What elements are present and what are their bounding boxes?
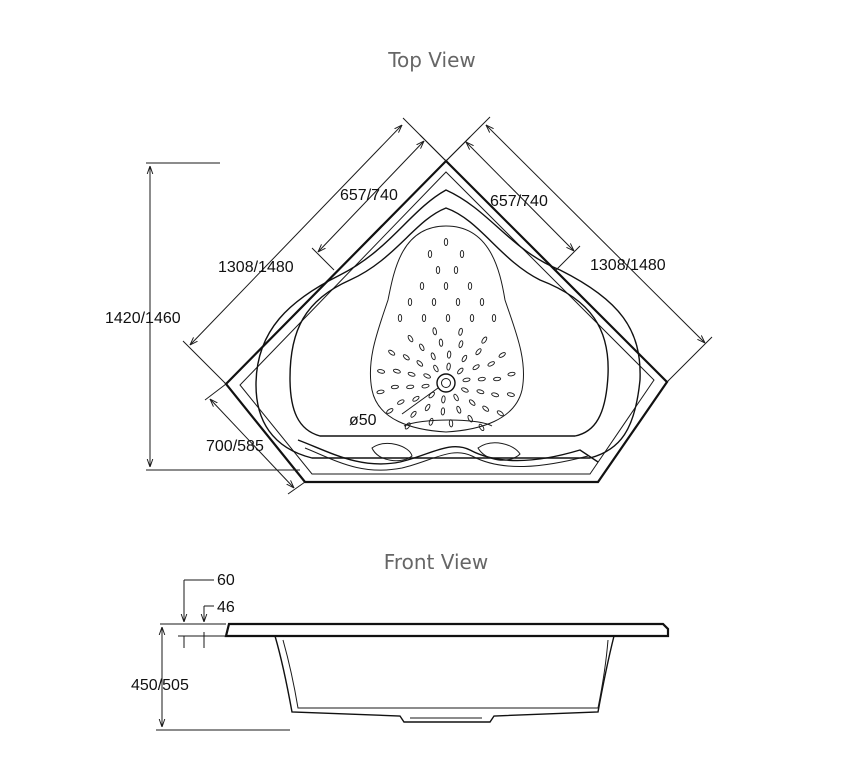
texture-dot: [481, 336, 488, 344]
texture-dot: [458, 327, 463, 336]
dim-front-height-label: 450/505: [131, 677, 189, 694]
texture-dot: [469, 313, 475, 323]
texture-dot: [407, 334, 414, 343]
texture-dot: [377, 369, 386, 374]
texture-dot: [406, 384, 415, 390]
texture-dot: [407, 371, 416, 377]
dim-lip-label: 46: [217, 599, 235, 616]
texture-dot: [507, 371, 516, 377]
texture-dot: [461, 354, 468, 363]
texture-dot: [456, 405, 462, 414]
texture-dot: [430, 352, 436, 361]
dim-right-outer: [445, 116, 713, 383]
texture-dot: [441, 395, 446, 404]
texture-dot: [467, 281, 473, 291]
dim-front-edge-label: 700/585: [206, 438, 264, 455]
drain-label: ø50: [349, 412, 377, 429]
texture-dot: [506, 392, 515, 397]
texture-dot: [433, 364, 439, 373]
texture-dot: [397, 399, 405, 405]
floor-texture-dots: [376, 237, 516, 432]
texture-dot: [468, 399, 476, 406]
texture-dot: [479, 297, 485, 307]
texture-dot: [491, 392, 500, 398]
texture-dot: [443, 237, 449, 247]
texture-dot: [453, 393, 459, 402]
texture-dot: [476, 389, 485, 395]
texture-dot: [416, 360, 424, 367]
texture-dot: [446, 362, 451, 371]
texture-dot: [467, 414, 473, 423]
texture-dot: [431, 297, 437, 307]
texture-dot: [487, 361, 495, 367]
texture-dot: [457, 367, 464, 375]
front-view-title: Front View: [384, 550, 488, 574]
texture-dot: [392, 368, 401, 374]
texture-dot: [419, 281, 425, 291]
texture-dot: [423, 373, 431, 379]
drain-outlet: [401, 373, 456, 415]
dim-rim: [160, 579, 226, 648]
texture-dot: [475, 348, 482, 356]
texture-dot: [419, 343, 425, 352]
texture-dot: [424, 403, 431, 412]
dim-height-label: 1420/1460: [105, 310, 181, 327]
dim-left-outer-label: 1308/1480: [218, 259, 294, 276]
texture-dot: [421, 313, 427, 323]
top-view-tub: [224, 159, 669, 484]
texture-dot: [443, 281, 449, 291]
texture-dot: [459, 249, 465, 259]
texture-dot: [482, 405, 490, 412]
texture-dot: [376, 389, 385, 395]
texture-dot: [455, 297, 461, 307]
texture-dot: [432, 327, 437, 336]
texture-dot: [428, 417, 434, 426]
dim-right-inner-label: 657/740: [490, 193, 548, 210]
texture-dot: [478, 423, 485, 432]
texture-dot: [397, 313, 403, 323]
texture-dot: [402, 354, 410, 361]
texture-dot: [448, 419, 454, 428]
texture-dot: [410, 410, 417, 418]
texture-dot: [493, 376, 502, 382]
dim-right-outer-label: 1308/1480: [590, 257, 666, 274]
dim-left-inner: [311, 134, 447, 271]
texture-dot: [445, 313, 451, 323]
texture-dot: [461, 387, 469, 393]
texture-dot: [458, 340, 464, 349]
texture-dot: [491, 313, 497, 323]
texture-dot: [435, 265, 441, 275]
front-view-tub: [224, 622, 670, 723]
texture-dot: [390, 384, 399, 390]
dim-left-inner-label: 657/740: [340, 187, 398, 204]
texture-dot: [386, 408, 394, 414]
texture-dot: [421, 383, 430, 389]
texture-dot: [462, 377, 471, 383]
texture-dot: [428, 391, 435, 399]
texture-dot: [453, 265, 459, 275]
texture-dot: [438, 338, 444, 347]
texture-dot: [477, 376, 486, 382]
texture-dot: [440, 407, 446, 416]
texture-dot: [388, 349, 396, 356]
texture-dot: [404, 422, 411, 430]
texture-dot: [446, 350, 452, 359]
texture-dot: [407, 297, 413, 307]
texture-dot: [496, 410, 504, 417]
texture-dot: [472, 364, 480, 371]
texture-dot: [412, 395, 420, 402]
dim-front-edge: [204, 383, 306, 495]
dim-rim-label: 60: [217, 572, 235, 589]
dim-front-height: [156, 627, 290, 731]
texture-dot: [427, 249, 433, 259]
texture-dot: [498, 352, 506, 358]
top-view-title: Top View: [387, 48, 476, 72]
